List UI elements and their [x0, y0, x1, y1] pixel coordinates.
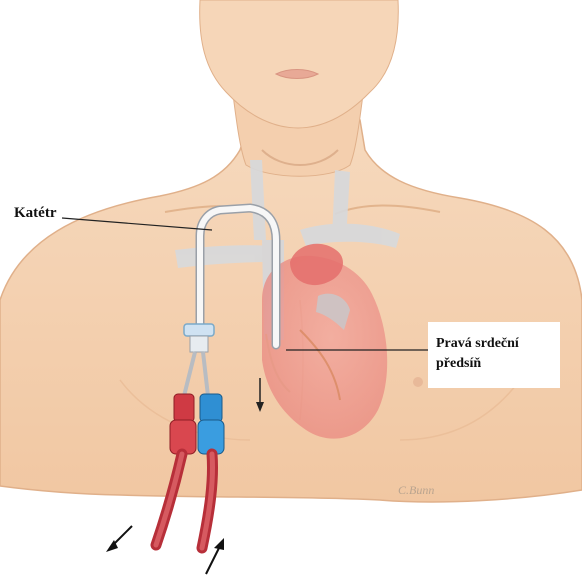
signature-mark: C.Bunn — [398, 483, 434, 497]
head — [200, 0, 399, 128]
atrium-label-line1: Pravá srdeční — [436, 334, 519, 354]
atrium-label: Pravá srdeční předsíň — [436, 334, 519, 374]
catheter-label: Katétr — [14, 204, 56, 222]
atrium-label-line2: předsíň — [436, 354, 519, 374]
